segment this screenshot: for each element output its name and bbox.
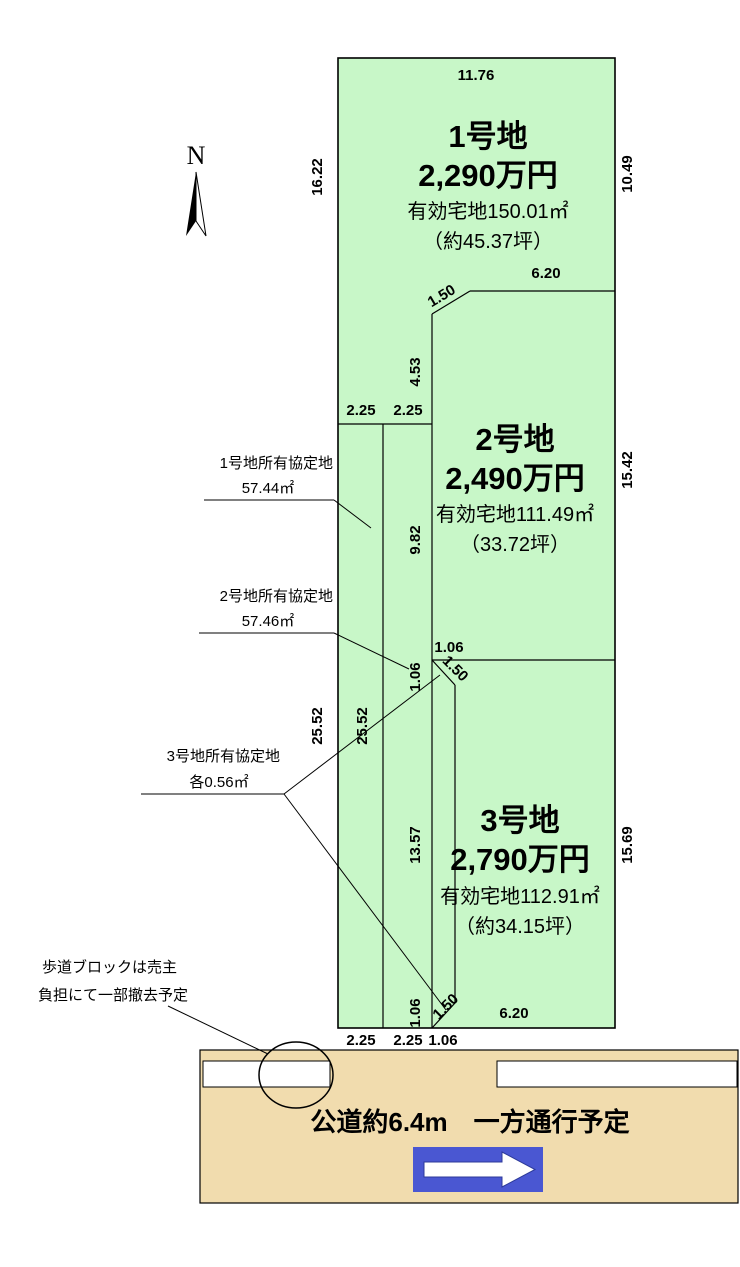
plot3-easement-leader-top <box>283 674 441 795</box>
sidewalk-block-right <box>496 1060 738 1088</box>
plot1-tsubo: （約45.37坪） <box>423 230 553 253</box>
plot3-easement-label: 3号地所有協定地 <box>167 748 280 765</box>
plot2-easement-leader-line <box>333 632 410 670</box>
dim-strip1-length: 25.52 <box>354 707 371 745</box>
plot2-easement-label: 2号地所有協定地 <box>220 588 333 605</box>
plot2-price: 2,490万円 <box>445 461 585 496</box>
plot3-easement-area: 各0.56㎡ <box>189 774 248 791</box>
dim-plot1-bottom-width: 6.20 <box>531 265 560 282</box>
dim-left-lower: 25.52 <box>309 707 326 745</box>
plot1-area: 有効宅地150.01㎡ <box>407 199 568 223</box>
plot1-price: 2,290万円 <box>418 158 558 193</box>
sidewalk-block-left <box>202 1060 331 1088</box>
boundary-plot1-corner-cut <box>431 290 471 315</box>
dim-notch-top-vert: 1.06 <box>407 662 424 691</box>
parcel <box>337 57 616 1029</box>
dim-strip2-length: 9.82 <box>407 525 424 554</box>
dim-right-plot2: 15.42 <box>619 451 636 489</box>
plot2-tsubo: （33.72坪） <box>460 533 570 556</box>
annotation-plot2-easement: 2号地所有協定地 57.46㎡ <box>199 588 410 670</box>
plot3-area: 有効宅地112.91㎡ <box>440 884 600 908</box>
road-area: 公道約6.4m 一方通行予定 <box>199 1041 739 1204</box>
sidewalk-note-line1: 歩道ブロックは売主 <box>42 958 177 976</box>
dim-plot1-corner-vert: 4.53 <box>407 357 424 386</box>
compass-needle-dark-half <box>186 172 196 236</box>
plot1-labels: 1号地 2,290万円 有効宅地150.01㎡ （約45.37坪） <box>407 119 568 253</box>
dim-plot3-left: 13.57 <box>407 826 424 864</box>
plot3-tsubo: （約34.15坪） <box>455 915 585 938</box>
plot3-price: 2,790万円 <box>450 842 590 877</box>
plot1-name: 1号地 <box>448 119 527 154</box>
dim-right-plot3: 15.69 <box>619 826 636 864</box>
dim-notch-bottom-vert: 1.06 <box>407 998 424 1027</box>
plot3-easement-leader-bottom <box>283 793 447 1011</box>
plot2-name: 2号地 <box>475 422 554 457</box>
parcel-outline <box>337 57 616 1029</box>
plot2-easement-area: 57.46㎡ <box>242 613 295 630</box>
dim-plot3-bottom-width: 6.20 <box>499 1005 528 1022</box>
plot2-labels: 2号地 2,490万円 有効宅地111.49㎡ （33.72坪） <box>436 422 594 556</box>
plot1-easement-area: 57.44㎡ <box>242 480 295 497</box>
dim-top-width: 11.76 <box>458 67 495 84</box>
annotation-plot3-easement: 3号地所有協定地 各0.56㎡ <box>141 674 447 1011</box>
annotation-plot1-easement: 1号地所有協定地 57.44㎡ <box>204 455 372 529</box>
dimension-labels: 11.76 16.22 10.49 6.20 1.50 4.53 2.25 2.… <box>309 67 636 1049</box>
annotation-sidewalk-note: 歩道ブロックは売主 負担にて一部撤去予定 <box>38 958 269 1055</box>
notch-bottom-diagonal <box>431 1002 456 1029</box>
dim-right-plot1: 10.49 <box>619 155 636 193</box>
dim-notch-top-horiz: 1.06 <box>434 639 463 656</box>
sidewalk-removal-circle <box>258 1041 334 1109</box>
plot1-easement-leader-line <box>333 499 372 529</box>
plot2-area: 有効宅地111.49㎡ <box>436 502 594 526</box>
compass: N <box>186 141 207 237</box>
dim-left-upper: 16.22 <box>309 158 326 196</box>
sidewalk-note-leader-line <box>167 1005 269 1055</box>
dim-strip3-width-bottom: 1.06 <box>428 1032 457 1049</box>
sidewalk-note-line2: 負担にて一部撤去予定 <box>38 987 188 1004</box>
dim-strip1-width-bottom: 2.25 <box>346 1032 375 1049</box>
dim-strip1-width-mid: 2.25 <box>346 402 375 419</box>
plot3-name: 3号地 <box>480 803 559 838</box>
plot1-easement-label: 1号地所有協定地 <box>220 455 333 472</box>
notch-top-diagonal <box>431 659 456 686</box>
one-way-arrow-icon <box>423 1151 537 1188</box>
compass-n-label: N <box>187 141 206 170</box>
dim-strip2-width-mid: 2.25 <box>393 402 422 419</box>
dim-strip2-width-bottom: 2.25 <box>393 1032 422 1049</box>
compass-needle-light-half <box>195 171 207 237</box>
road-label: 公道約6.4m 一方通行予定 <box>310 1107 629 1137</box>
plot3-labels: 3号地 2,790万円 有効宅地112.91㎡ （約34.15坪） <box>440 803 600 938</box>
